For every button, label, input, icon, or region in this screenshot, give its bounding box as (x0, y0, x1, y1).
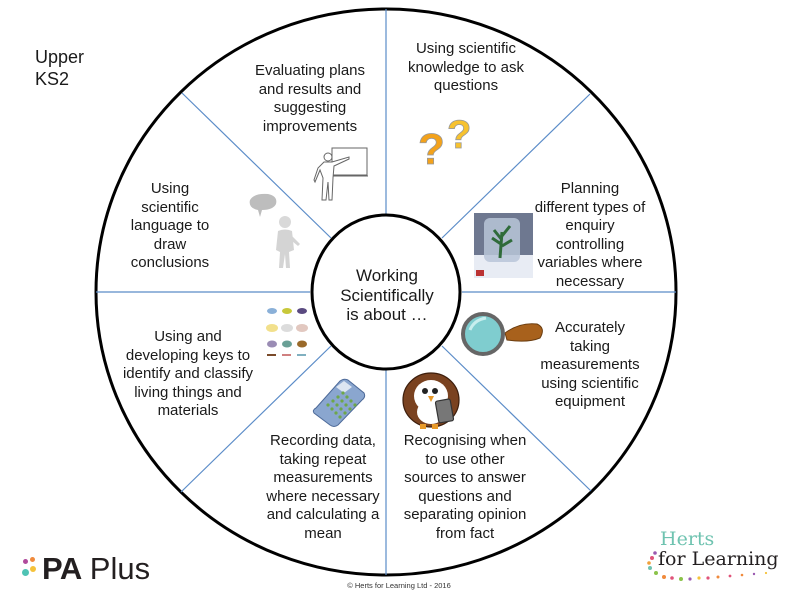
segment-line: questions (433, 77, 499, 94)
segment-measuring: Accurately taking measurements using sci… (525, 319, 655, 412)
copyright-footer: © Herts for Learning Ltd - 2016 (347, 581, 451, 590)
segment-line: identify and classify (122, 365, 254, 382)
svg-text:?: ? (418, 125, 445, 174)
segment-line: and calculating a (266, 506, 380, 523)
center-circle (310, 213, 462, 371)
segment-line: to use other (425, 450, 505, 468)
segment-line: taking repeat (279, 450, 367, 468)
segment-line: equipment (554, 393, 626, 410)
segment-line: improvements (262, 117, 358, 135)
segment-scientific-language: Using scientific language to draw conclu… (120, 180, 220, 273)
segment-line: where necessary (266, 487, 380, 505)
segment-line: draw (153, 235, 187, 253)
level-title-line: Upper (35, 47, 85, 67)
pa-dots-icon (22, 557, 36, 581)
segment-line: developing keys to (125, 346, 251, 364)
segment-line: Using and (154, 328, 222, 345)
segment-line: Evaluating plans (254, 62, 366, 79)
pa-plus-logo: PA Plus (22, 551, 150, 587)
level-title: Upper KS2 (35, 46, 84, 90)
segment-line: different types of (534, 198, 646, 216)
segment-line: using scientific (541, 374, 639, 392)
segment-line: Using (150, 180, 190, 197)
segment-line: mean (304, 524, 342, 542)
segment-line: sources to answer (404, 469, 526, 486)
segment-line: language to (130, 217, 210, 234)
segment-line: Recognising when (403, 432, 527, 449)
segment-line: materials (157, 402, 219, 419)
person-speech-bubble-icon (249, 193, 300, 268)
spoke-lower-left (180, 345, 332, 493)
segment-line: conclusions (130, 254, 210, 271)
segment-line: controlling (555, 235, 625, 253)
spoke-lower-right (441, 345, 592, 492)
segment-recording-data: Recording data, taking repeat measuremen… (260, 432, 386, 543)
herts-for-learning-logo: Herts for Learning (636, 528, 786, 588)
segment-line: Recording data, (270, 432, 376, 449)
segment-line: measurements (273, 469, 373, 486)
center-label-line: Working (355, 266, 419, 285)
bird-classification-icon (266, 308, 308, 356)
center-label: Working Scientifically is about … (316, 266, 458, 325)
calculator-icon (312, 378, 366, 427)
segment-line: living things and (134, 383, 242, 401)
question-marks-icon: ? ? (418, 113, 472, 175)
segment-line: measurements (540, 356, 640, 373)
segment-line: enquiry (565, 217, 615, 234)
segment-recognising-sources: Recognising when to use other sources to… (392, 432, 538, 543)
plant-in-jar-photo-icon (474, 213, 533, 278)
teacher-pointing-board-icon (313, 147, 368, 201)
owl-with-tablet-icon (402, 372, 460, 429)
segment-line: Planning (560, 180, 620, 197)
hfl-swirl-icon (647, 551, 768, 581)
svg-text:?: ? (447, 113, 471, 157)
segment-line: questions and (418, 487, 512, 505)
segment-line: from fact (435, 524, 495, 542)
spoke-upper-left (181, 92, 332, 239)
segment-line: variables where (537, 254, 643, 271)
segment-using-keys: Using and developing keys to identify an… (118, 328, 258, 421)
segment-line: and results and (258, 80, 362, 98)
segment-asking-questions: Using scientific knowledge to ask questi… (396, 40, 536, 96)
segment-line: suggesting (273, 99, 347, 116)
hfl-line2: for Learning (658, 548, 779, 570)
segment-line: scientific (141, 198, 199, 216)
segment-line: knowledge to ask (408, 58, 524, 76)
center-label-line: is about … (346, 305, 428, 324)
segment-line: Using scientific (415, 40, 517, 57)
segment-line: separating opinion (403, 506, 527, 523)
segment-evaluating: Evaluating plans and results and suggest… (240, 62, 380, 136)
segment-line: Accurately (554, 319, 626, 336)
pa-plus-bold-text: PA (42, 551, 82, 586)
center-label-line: Scientifically (340, 285, 434, 305)
hfl-line1: Herts (660, 528, 715, 550)
spoke-upper-right (441, 93, 591, 239)
magnifying-glass-icon (461, 312, 543, 356)
segment-line: taking (569, 337, 611, 355)
segment-planning: Planning different types of enquiry cont… (525, 180, 655, 291)
pa-plus-light-text: Plus (89, 551, 151, 586)
level-title-line: KS2 (35, 69, 70, 89)
segment-line: necessary (555, 272, 625, 290)
